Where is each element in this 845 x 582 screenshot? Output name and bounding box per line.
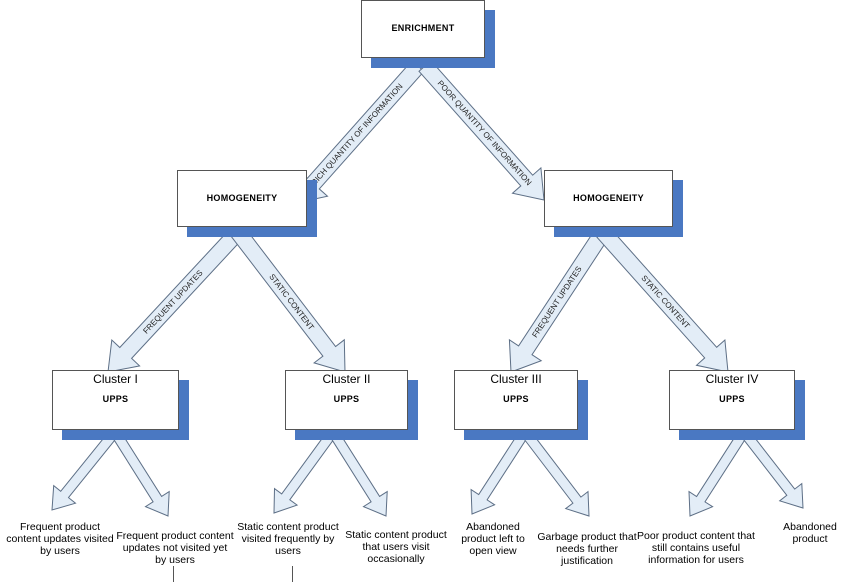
enrichment-node: ENRICHMENT (361, 0, 495, 68)
arrow-leaf-2 (110, 428, 170, 517)
arrow-leaf-5 (470, 428, 530, 515)
edge-label: STATIC CONTENT (639, 274, 691, 331)
cluster-node-1: Cluster I UPPS (52, 370, 189, 440)
cluster-title: Cluster I (93, 372, 138, 386)
node-face (52, 370, 179, 430)
arrow-leaf-3 (273, 428, 338, 514)
node-face (285, 370, 408, 430)
node-face (544, 170, 673, 227)
arrow-leaf-7 (688, 428, 749, 517)
node-face (454, 370, 578, 430)
cluster-node-4: Cluster IV UPPS (669, 370, 805, 440)
homogeneity-node-left: HOMOGENEITY (177, 170, 317, 237)
leaf-text: Frequent product content updates visited… (6, 521, 114, 557)
edge-label: POOR QUANTITY OF INFORMATION (436, 79, 534, 188)
cluster-title: Cluster IV (705, 372, 759, 386)
arrow-leaf-6 (520, 428, 590, 517)
leaf-text: Garbage product that needs further justi… (537, 531, 637, 567)
arrow-poor-information (418, 59, 545, 201)
leaf-text: Static content product visited frequentl… (237, 521, 339, 557)
connector-tick (292, 566, 293, 582)
cluster-title: Cluster II (322, 372, 371, 386)
enrichment-label: ENRICHMENT (391, 23, 455, 33)
edge-label: FREQUENT UPDATES (530, 265, 583, 340)
node-face (361, 0, 485, 58)
connector-tick (173, 566, 174, 582)
arrow-leaf-8 (739, 428, 804, 509)
cluster-title: Cluster III (490, 372, 542, 386)
upps-label: UPPS (102, 394, 129, 404)
homogeneity-node-right: HOMOGENEITY (544, 170, 683, 237)
arrow-frequent-updates-right (508, 226, 611, 373)
homogeneity-label: HOMOGENEITY (206, 193, 278, 203)
node-face (669, 370, 795, 430)
homogeneity-label: HOMOGENEITY (573, 193, 644, 203)
node-face (177, 170, 307, 227)
arrow-static-content-left (230, 226, 346, 373)
upps-label: UPPS (719, 394, 745, 404)
arrow-static-content-right (596, 225, 729, 373)
edge-label: STATIC CONTENT (267, 272, 316, 332)
arrow-leaf-4 (328, 428, 388, 517)
leaf-text: Frequent product content updates not vis… (116, 530, 234, 566)
leaf-text: Abandoned product left to open view (461, 521, 525, 557)
arrow-leaf-1 (51, 428, 120, 511)
upps-label: UPPS (333, 394, 360, 404)
leaf-text: Poor product content that still contains… (637, 530, 755, 566)
arrow-frequent-updates-left (107, 225, 245, 373)
upps-label: UPPS (503, 394, 529, 404)
cluster-node-3: Cluster III UPPS (454, 370, 588, 440)
edge-label: FREQUENT UPDATES (141, 268, 204, 335)
leaf-text: Static content product that users visit … (345, 529, 447, 565)
leaf-text: Abandoned product (783, 521, 837, 545)
cluster-node-2: Cluster II UPPS (285, 370, 418, 440)
edge-label: RICH QUANTITY OF INFORMATION (309, 82, 404, 187)
